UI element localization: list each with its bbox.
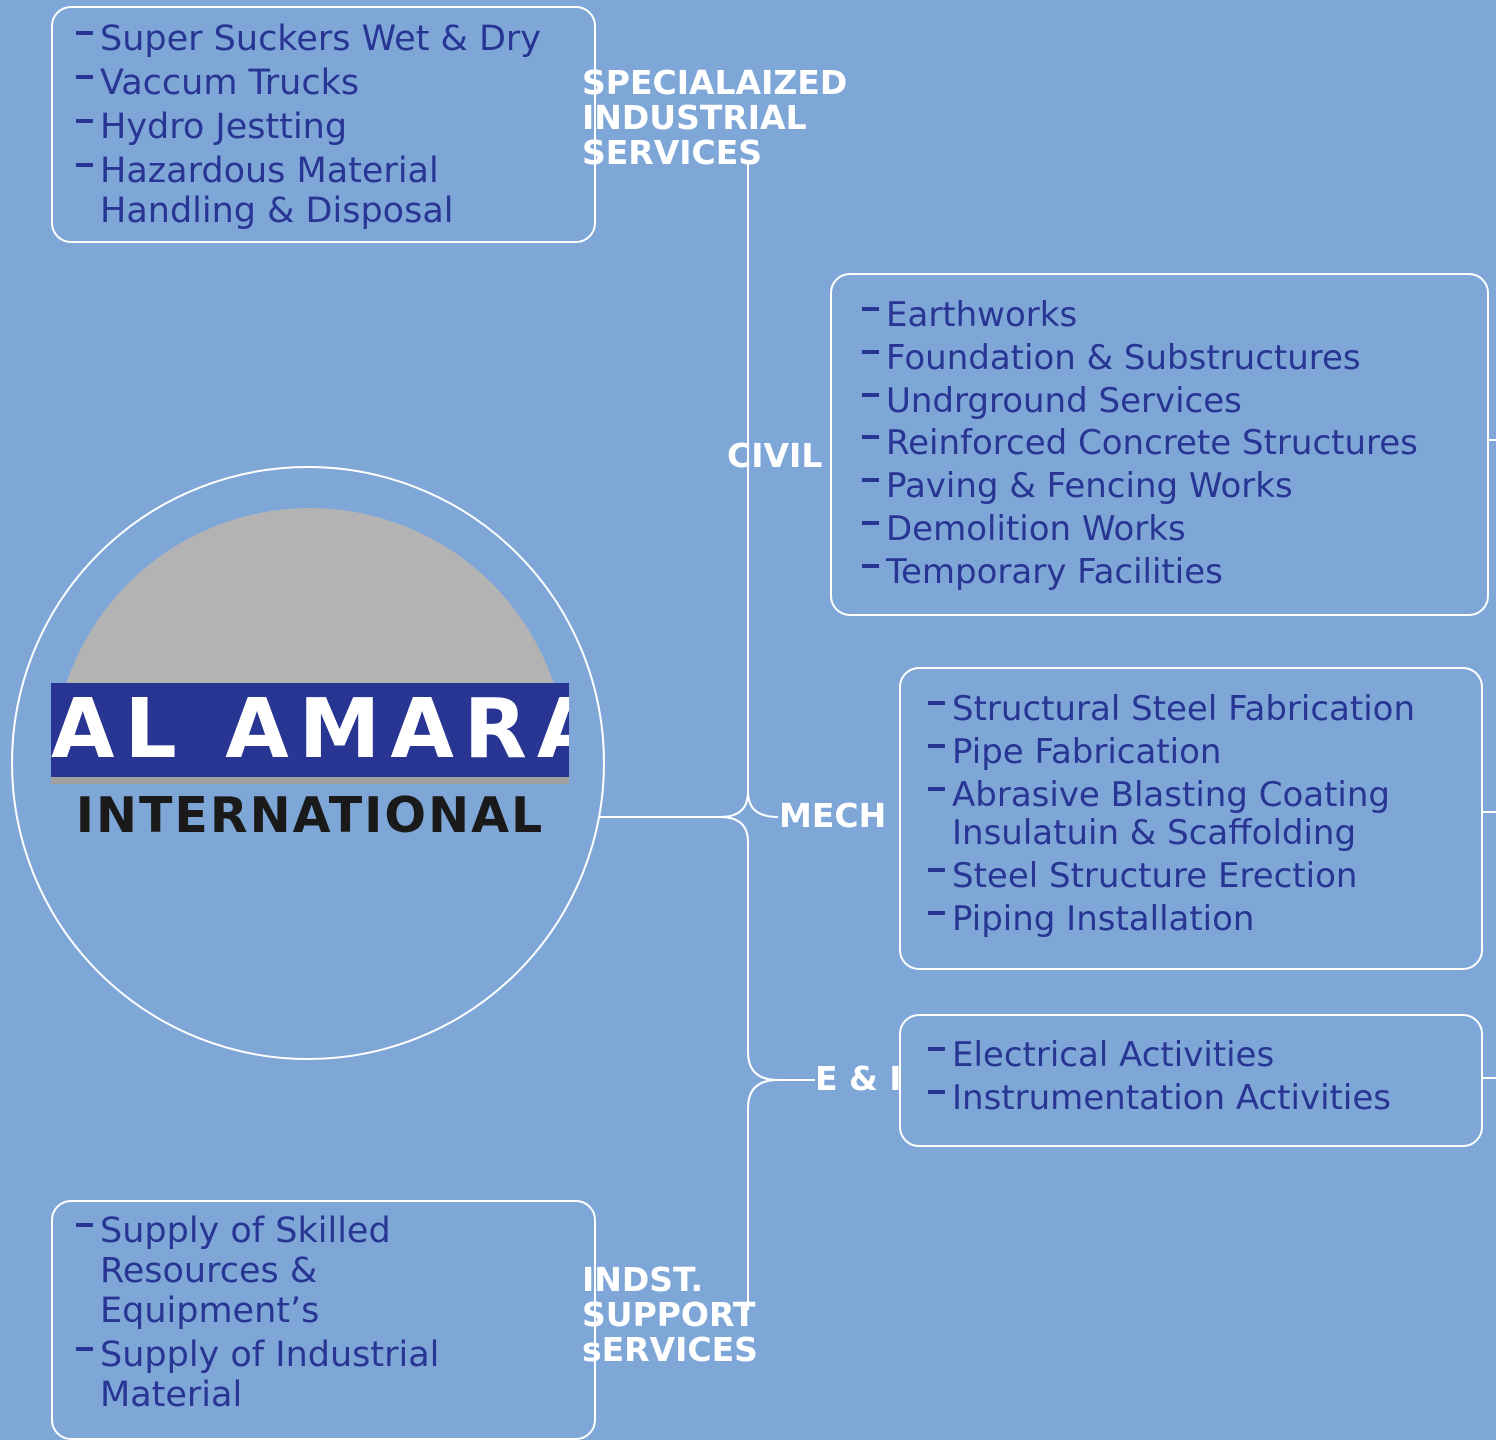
list-item: Foundation & Substructures [862,338,1482,378]
logo-wordmark-primary: AL AMARA [51,683,569,777]
list-item: Supply of Skilled Resources & Equipment’… [76,1211,430,1332]
list-item: Hydro Jestting [76,107,566,148]
list-item: Electrical Activities [928,1036,1473,1075]
civil-box [830,273,1489,616]
mech-box [899,667,1483,970]
list-item: Earthworks [862,296,1482,335]
list-item: Structural Steel Fabrication [928,690,1473,729]
list-item: Hazardous Material Handling & Disposal [76,151,500,232]
list-item: Reinforced Concrete Structures [862,424,1482,463]
list-item: Vaccum Trucks [76,63,566,104]
list-item: Steel Structure Erection [928,857,1473,896]
logo-wordmark-secondary: INTERNATIONAL [75,787,545,844]
specialized-services-box [51,6,596,243]
specialized-services-label: SPECIALAIZED INDUSTRIAL SERVICES [582,63,848,172]
logo-divider [51,777,569,784]
list-item: Abrasive Blasting Coating Insulatuin & S… [928,775,1432,854]
civil-list: Earthworks Foundation & Substructures Un… [862,296,1482,591]
list-item: Instrumentation Activities [928,1078,1473,1118]
civil-label: CIVIL [727,436,823,475]
list-item: Demolition Works [862,509,1482,549]
list-item: Pipe Fabrication [928,732,1473,772]
list-item: Super Suckers Wet & Dry [76,19,566,60]
support-services-label: INDST. SUPPORT sERVICES [582,1260,758,1369]
mech-label: MECH [779,796,887,835]
ei-box [899,1014,1483,1147]
ei-label: E & I [815,1059,902,1098]
list-item: Supply of Industrial Material [76,1335,490,1416]
list-item: Undrground Services [862,381,1482,421]
support-services-list: Supply of Skilled Resources & Equipment’… [76,1211,476,1415]
specialized-services-list: Super Suckers Wet & Dry Vaccum Trucks Hy… [76,19,566,232]
list-item: Paving & Fencing Works [862,467,1482,506]
mech-list: Structural Steel Fabrication Pipe Fabric… [928,690,1473,939]
list-item: Piping Installation [928,899,1473,939]
ei-list: Electrical Activities Instrumentation Ac… [928,1036,1473,1118]
company-logo: AL AMARA INTERNATIONAL [11,466,605,1060]
list-item: Temporary Facilities [862,552,1482,592]
